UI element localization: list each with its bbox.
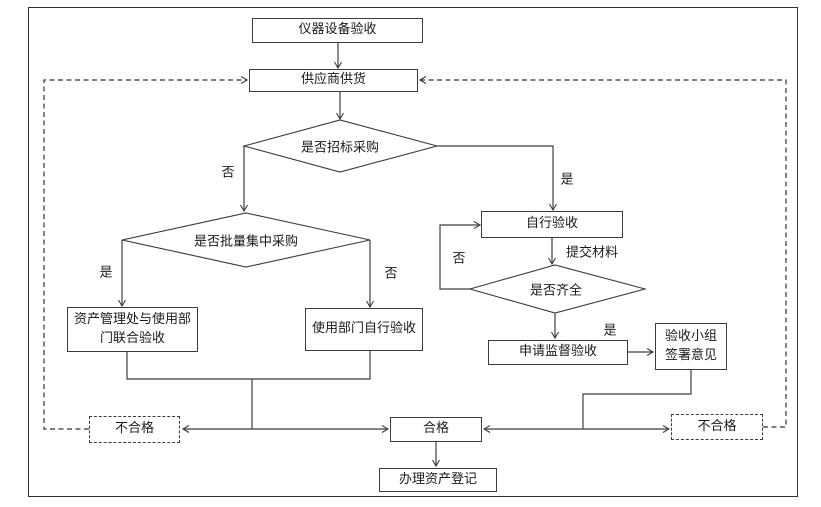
node-fail-left: 不合格: [89, 416, 180, 443]
node-acceptance-team-sign: 验收小组 签署意见: [655, 323, 727, 370]
node-fail-right: 不合格: [671, 414, 763, 440]
edge-label-d3-no: 否: [451, 247, 467, 267]
node-department-self-acceptance: 使用部门自行验收: [305, 308, 423, 351]
node-supplier-delivery: 供应商供货: [249, 69, 418, 92]
edge-d1-yes-to-self: [437, 145, 557, 212]
edge-label-d2-no: 否: [383, 262, 399, 282]
decision-batch-shape: [121, 212, 371, 268]
edge-joint-dept-join: [126, 351, 371, 380]
edge-label-d2-yes: 是: [98, 261, 114, 281]
decision-batch-label: 是否批量集中采购: [193, 234, 299, 250]
edge-team-join: [582, 370, 692, 429]
edge-label-d1-no: 否: [220, 161, 236, 181]
decision-bidding-shape: [241, 119, 440, 173]
edge-label-submit-materials: 提交材料: [564, 241, 620, 261]
edge-d3-no-loop-to-self: [439, 221, 482, 290]
edge-fail-right-to-supplier: [418, 76, 787, 428]
edge-fail-left-to-supplier: [43, 76, 249, 430]
node-pass: 合格: [390, 417, 482, 442]
node-equipment-acceptance: 仪器设备验收: [252, 18, 423, 43]
node-asset-registration: 办理资产登记: [379, 468, 497, 492]
decision-bidding-label: 是否招标采购: [300, 140, 380, 156]
diagram-border: [28, 7, 798, 497]
node-apply-supervised-acceptance: 申请监督验收: [488, 340, 628, 365]
edge-label-d3-yes: 是: [602, 319, 618, 339]
node-joint-acceptance: 资产管理处与使用部 门联合验收: [67, 307, 198, 352]
decision-complete-label: 是否齐全: [529, 283, 583, 299]
decision-complete-shape: [467, 264, 648, 314]
edge-label-d1-yes: 是: [559, 168, 575, 188]
node-self-acceptance: 自行验收: [481, 211, 623, 238]
